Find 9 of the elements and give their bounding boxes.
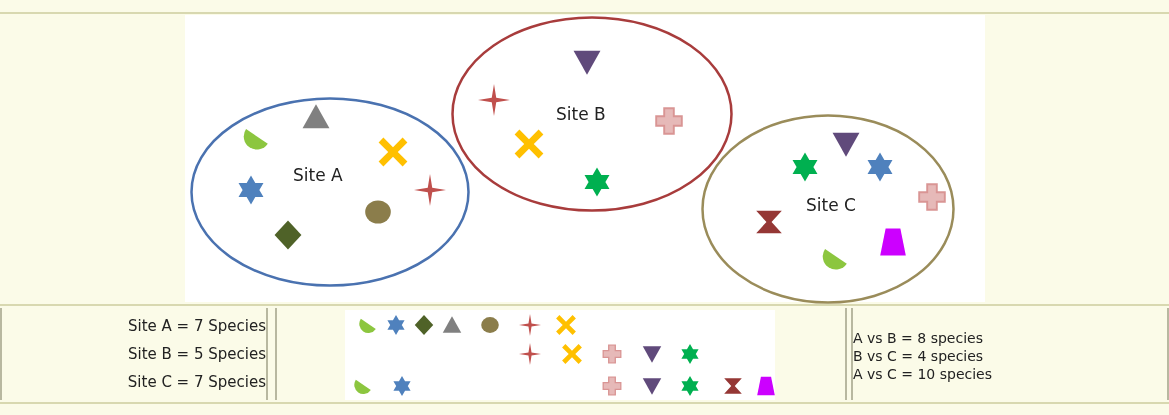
site-label: Site C [806,195,856,215]
comparison-text: A vs B = 8 species [853,329,983,347]
comparison-text: B vs C = 4 species [853,347,984,365]
site-label: Site A [293,165,343,185]
species-count: Site C = 7 Species [127,373,266,391]
species-count: Site A = 7 Species [128,317,266,335]
species-count: Site B = 5 Species [128,345,266,363]
comparison-text: A vs C = 10 species [853,365,992,383]
site-label: Site B [556,104,606,124]
